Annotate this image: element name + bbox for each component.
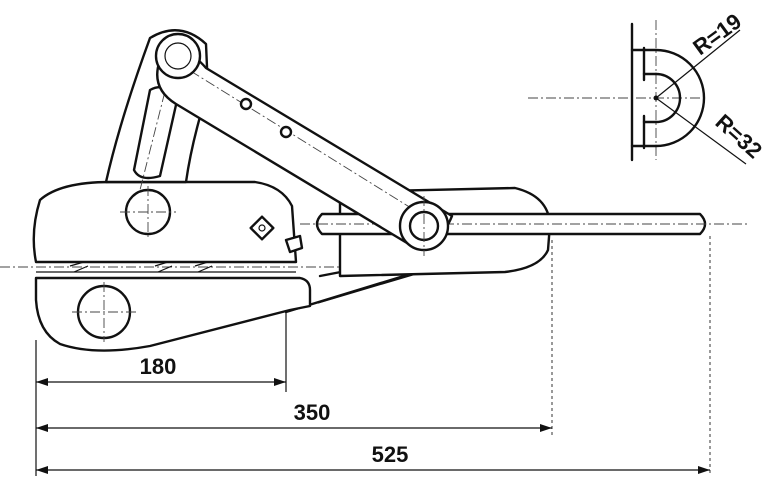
arrow-350-right <box>540 424 552 432</box>
arrow-525-left <box>36 466 48 474</box>
arrow-525-right <box>698 466 710 474</box>
top-pivot-outer <box>154 32 202 80</box>
radius-detail-view: R=19 R=32 <box>528 9 767 165</box>
arrow-180-left <box>36 378 48 386</box>
radius-leader-19 <box>655 29 741 99</box>
locking-nut-center <box>258 224 266 232</box>
dimension-350-label: 350 <box>294 400 331 425</box>
detail-shaft <box>630 22 646 162</box>
radius-leader-32 <box>655 97 747 165</box>
jaw-serrations <box>69 261 213 273</box>
locking-nut <box>249 215 275 241</box>
latch <box>284 234 304 254</box>
lever-rivet-1 <box>239 97 253 111</box>
radius-19-label: R=19 <box>688 9 746 61</box>
arrow-350-left <box>36 424 48 432</box>
dimension-525-label: 525 <box>372 442 409 467</box>
detail-outer-arc <box>654 48 706 148</box>
detail-inner-arc <box>654 72 682 124</box>
arrow-180-right <box>274 378 286 386</box>
top-pivot-inner <box>164 42 192 70</box>
dimension-180-label: 180 <box>140 354 177 379</box>
radius-32-label: R=32 <box>711 109 767 163</box>
lever-rivet-2 <box>279 125 293 139</box>
main-lever-center-line <box>159 51 441 227</box>
